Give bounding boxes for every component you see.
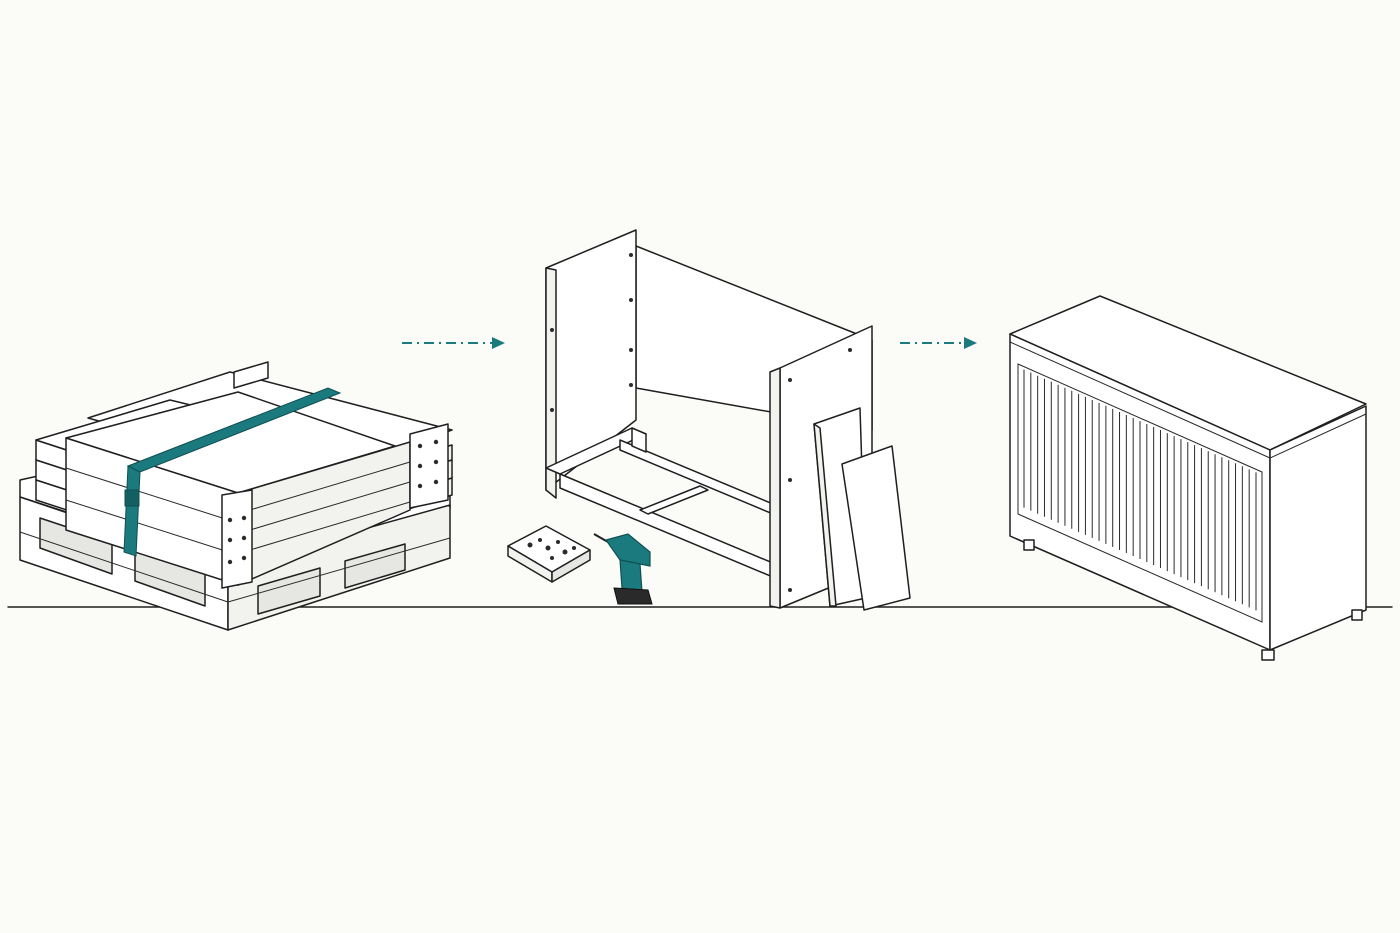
stage-1-packaged-flat-pack (19, 361, 453, 631)
cordless-drill (593, 533, 653, 605)
hardware-tray (507, 525, 591, 583)
strap (123, 387, 342, 557)
carcass-frame (545, 229, 873, 609)
stage-3-finished-cabinet (1009, 295, 1367, 661)
cabinet-slats (1023, 369, 1257, 611)
stage-2-assembly-in-progress (507, 229, 911, 611)
strap-buckle (124, 489, 140, 507)
stacked-panels (35, 361, 453, 589)
slatted-cabinet (1009, 295, 1367, 651)
adjustable-feet (1023, 539, 1363, 661)
process-arrow-1 (402, 337, 505, 349)
loose-panels (813, 407, 911, 611)
process-arrow-2 (900, 337, 977, 349)
